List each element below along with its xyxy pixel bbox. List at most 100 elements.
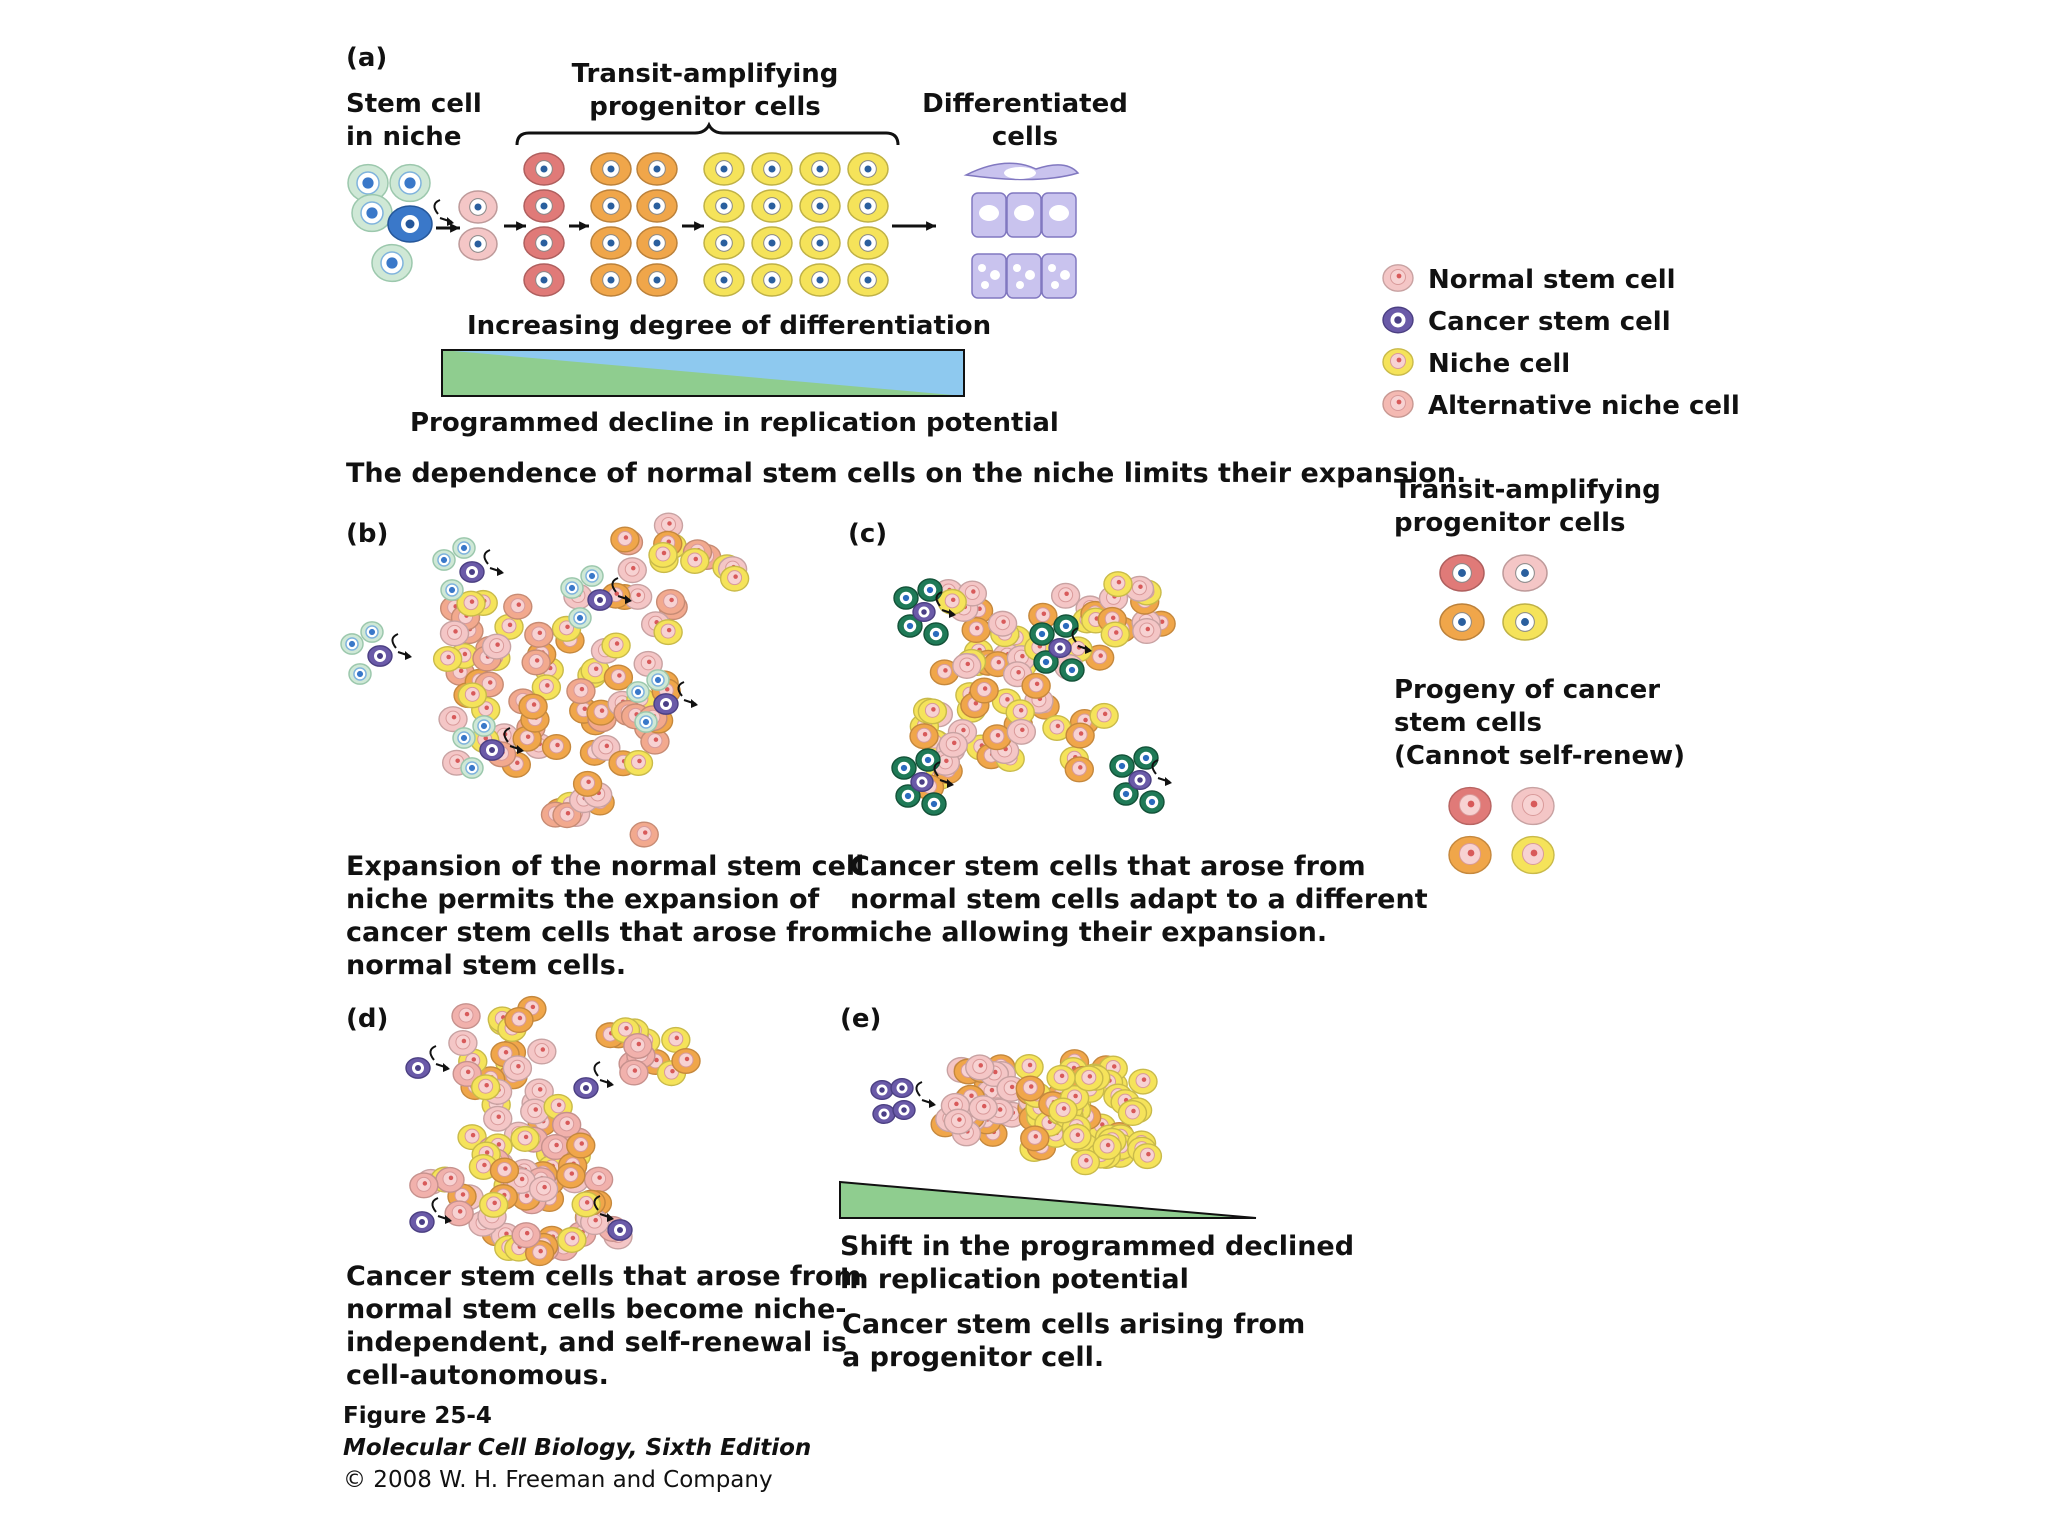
- self-renew-arrow: [483, 549, 504, 576]
- tumor-cell: [591, 734, 621, 761]
- tumor-cell: [503, 593, 533, 620]
- tumor-cell: [540, 1133, 571, 1161]
- panel-e-label: (e): [840, 1004, 882, 1034]
- niche-cell: [360, 621, 384, 643]
- legend-normal-stem-label: Normal stem cell: [1428, 265, 1676, 295]
- shifted-replication-gradient: [839, 1180, 1257, 1219]
- tumor-cell: [518, 693, 548, 720]
- yellow-progenitor-cell: [847, 226, 889, 260]
- panel-d-label: (d): [346, 1004, 389, 1034]
- alternative-niche-cell: [923, 622, 949, 646]
- cancer-stem-cell: [1128, 769, 1152, 791]
- orange-progenitor-cell: [636, 263, 678, 297]
- programmed-decline-label: Programmed decline in replication potent…: [410, 408, 1059, 438]
- cancer-stem-cell: [912, 601, 936, 623]
- tumor-cell: [583, 1166, 614, 1193]
- niche-cell: [646, 669, 670, 691]
- tumor-cell: [1021, 672, 1051, 699]
- niche-cell: [580, 565, 604, 587]
- red-progenitor-cell: [523, 226, 565, 260]
- tumor-cell: [1065, 722, 1095, 749]
- niche-cell: [472, 715, 496, 737]
- tumor-cell: [435, 1166, 465, 1193]
- tumor-cell: [524, 1078, 554, 1105]
- tumor-cell: [619, 1059, 649, 1086]
- tumor-cell: [524, 621, 554, 648]
- alternative-niche-cell: [1033, 650, 1059, 674]
- tumor-cell: [965, 1054, 995, 1081]
- tumor-cell: [1074, 1065, 1104, 1092]
- tumor-cell: [494, 613, 524, 640]
- tumor-cell: [541, 733, 572, 761]
- tumor-cell: [1132, 618, 1162, 645]
- self-renew-arrow: [611, 577, 632, 604]
- tumor-cell: [566, 1132, 596, 1159]
- cancer-stem-cell: [479, 739, 505, 761]
- cancer-stem-cell: [890, 1077, 914, 1099]
- niche-cell: [460, 757, 484, 779]
- yellow-progenitor-cell: [799, 152, 841, 186]
- panel-a-caption: The dependence of normal stem cells on t…: [346, 458, 1467, 489]
- yellow-progenitor-cell: [847, 263, 889, 297]
- tumor-cell: [1050, 582, 1081, 609]
- cancer-stem-cell: [367, 645, 393, 667]
- cancer-stem-cell: [405, 1057, 431, 1079]
- alternative-niche-cell: [895, 784, 921, 808]
- arrow: [569, 221, 589, 231]
- tumor-cell: [1062, 1123, 1092, 1150]
- legend-progeny-yellow-icon: [1511, 835, 1555, 875]
- self-renew-arrow: [677, 681, 698, 708]
- niche-cell: [347, 163, 389, 203]
- alternative-niche-cell: [1133, 746, 1159, 770]
- tumor-cell: [556, 1162, 586, 1189]
- niche-cell: [432, 549, 456, 571]
- tumor-cell: [603, 664, 634, 691]
- tumor-cell: [409, 1172, 439, 1199]
- yellow-progenitor-cell: [799, 226, 841, 260]
- legend-alt-niche-icon: [1382, 390, 1414, 418]
- tumor-cell: [987, 610, 1018, 637]
- cancer-stem-cell: [870, 1079, 894, 1101]
- legend-niche-label: Niche cell: [1428, 349, 1571, 379]
- legend-transit-orange-icon: [1439, 603, 1485, 641]
- tumor-cell: [1042, 714, 1072, 741]
- niche-cell: [568, 607, 592, 629]
- tumor-cell: [439, 620, 470, 647]
- tumor-cell: [528, 1176, 559, 1203]
- yellow-progenitor-cell: [751, 152, 793, 186]
- replication-potential-gradient: [441, 349, 965, 397]
- legend-progeny-red-icon: [1448, 786, 1492, 826]
- tumor-cell: [566, 678, 596, 705]
- arrow: [504, 221, 526, 231]
- niche-cell: [634, 711, 658, 733]
- legend-progeny-pink-icon: [1511, 786, 1555, 826]
- yellow-progenitor-cell: [703, 226, 745, 260]
- tumor-cell: [489, 1157, 520, 1184]
- orange-progenitor-cell: [590, 226, 632, 260]
- orange-progenitor-cell: [590, 189, 632, 223]
- arrow: [682, 221, 704, 231]
- tumor-cell: [917, 698, 948, 725]
- brace: [515, 121, 900, 146]
- legend-alt-niche-label: Alternative niche cell: [1428, 391, 1740, 421]
- self-renew-arrow: [503, 727, 524, 754]
- niche-cell: [389, 163, 431, 203]
- niche-cell: [626, 681, 650, 703]
- tumor-cell: [1092, 1134, 1122, 1161]
- tumor-cell: [1064, 756, 1094, 783]
- orange-progenitor-cell: [636, 189, 678, 223]
- self-renew-arrow: [593, 1195, 614, 1222]
- tumor-cell: [432, 645, 463, 673]
- yellow-progenitor-cell: [703, 189, 745, 223]
- tumor-cell: [448, 1029, 478, 1057]
- panel-b-caption: Expansion of the normal stem cell niche …: [346, 851, 865, 981]
- yellow-progenitor-cell: [751, 226, 793, 260]
- tumor-cell: [1128, 1068, 1158, 1095]
- stem-cell-in-niche-label: Stem cell in niche: [346, 89, 482, 152]
- progenitor-cell: [458, 227, 498, 261]
- shift-label: Shift in the programmed declined in repl…: [840, 1231, 1355, 1295]
- tumor-cell: [572, 770, 603, 797]
- alternative-niche-cell: [917, 578, 943, 602]
- yellow-progenitor-cell: [799, 189, 841, 223]
- tumor-cell: [502, 1055, 533, 1082]
